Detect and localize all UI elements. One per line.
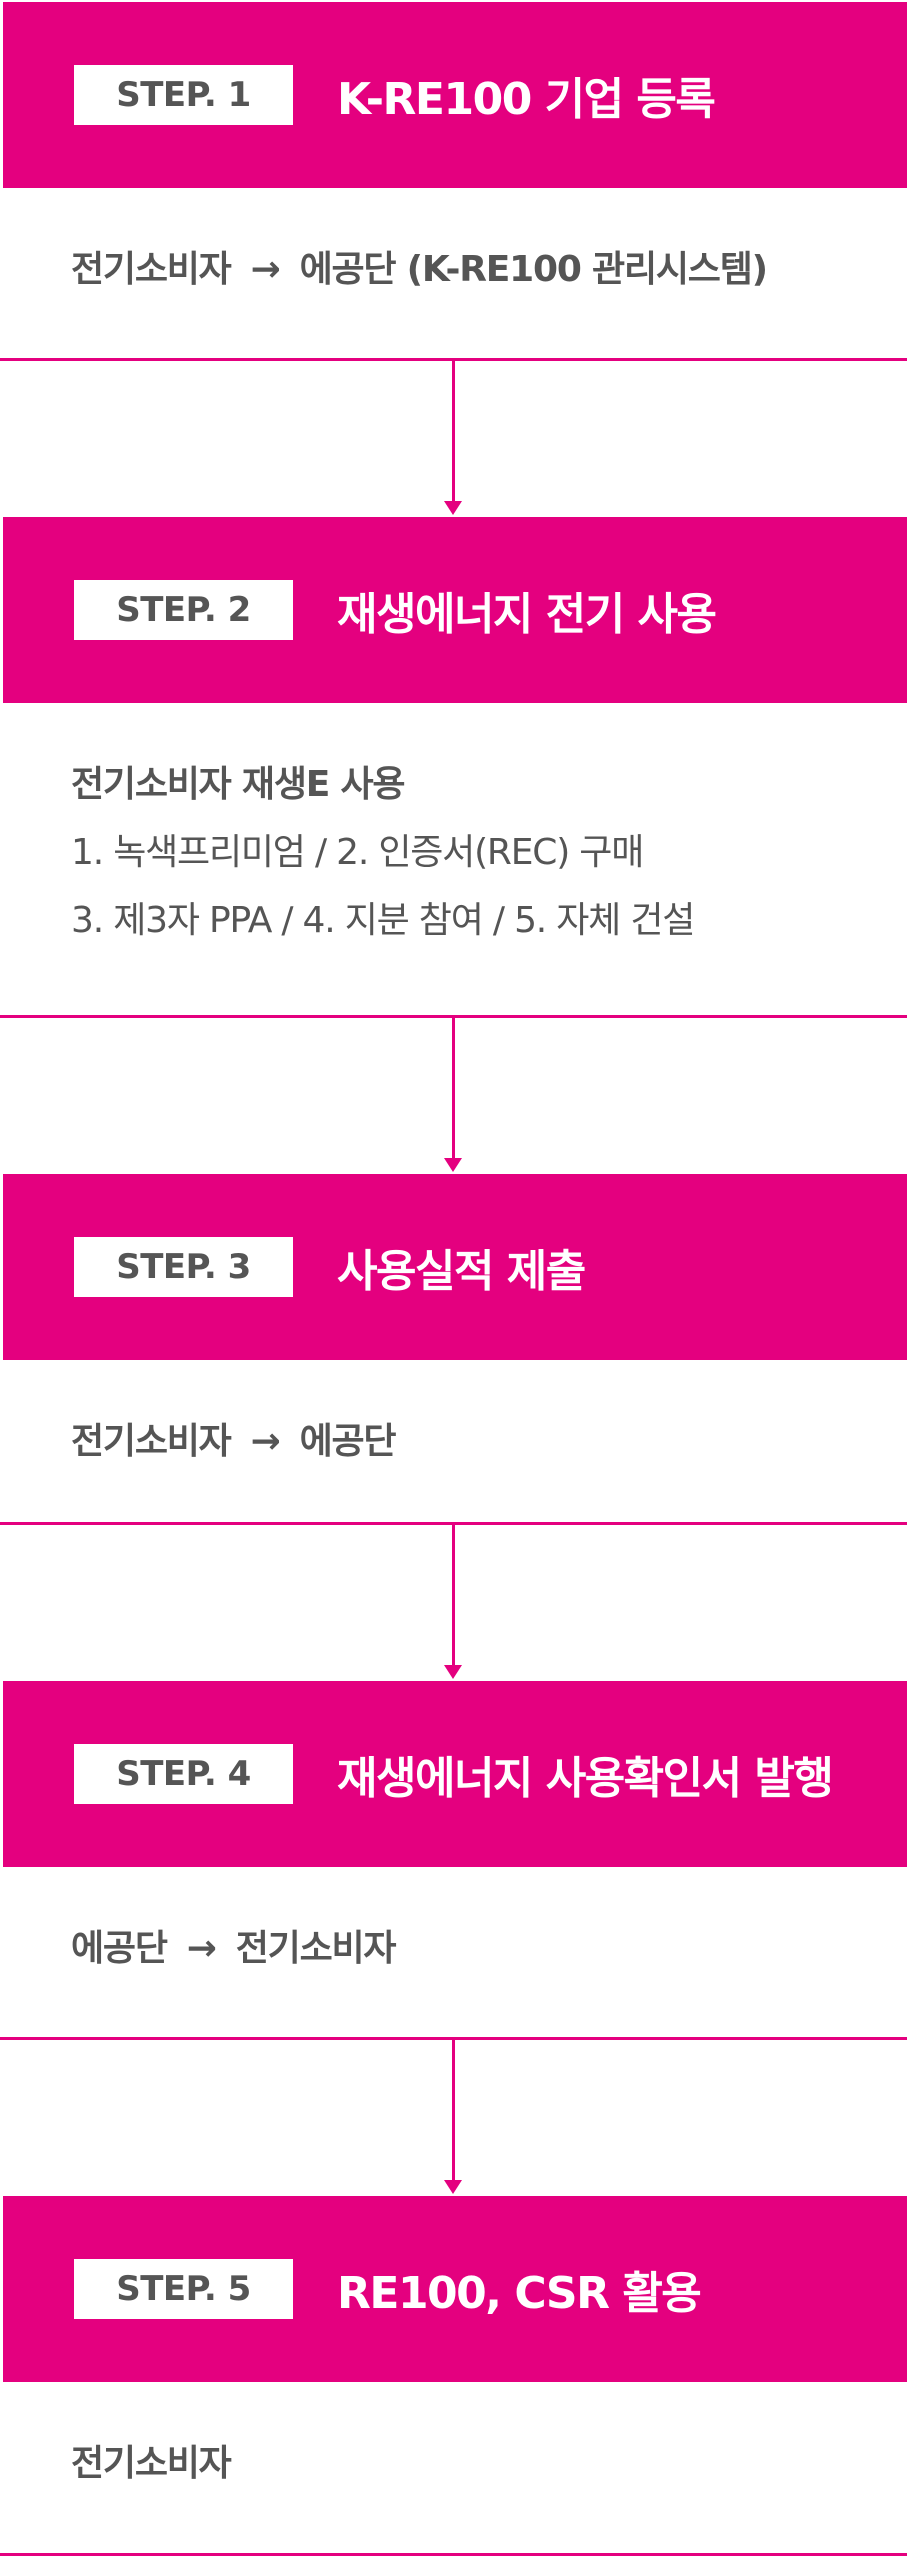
right-arrow-icon: → — [250, 1421, 281, 1462]
step-1-header: STEP. 1 K-RE100 기업 등록 — [3, 2, 907, 188]
step-3-from: 전기소비자 — [71, 1421, 232, 1462]
step-2-title: 재생에너지 전기 사용 — [337, 589, 717, 640]
step-1-to: 에공단 (K-RE100 관리시스템) — [299, 249, 769, 290]
step-2-badge: STEP. 2 — [74, 580, 293, 640]
step-2-line-3: 3. 제3자 PPA / 4. 지분 참여 / 5. 자체 건설 — [71, 900, 695, 941]
down-arrow-icon — [444, 501, 462, 515]
step-4-header: STEP. 4 재생에너지 사용확인서 발행 — [3, 1681, 907, 1867]
separator-line — [0, 358, 907, 361]
step-3-title: 사용실적 제출 — [337, 1246, 586, 1297]
step-4-title: 재생에너지 사용확인서 발행 — [337, 1753, 834, 1804]
step-1-description: 전기소비자 → 에공단 (K-RE100 관리시스템) — [71, 236, 769, 304]
step-3-flow: 전기소비자 → 에공단 — [71, 1408, 397, 1476]
step-3-to: 에공단 — [299, 1421, 397, 1462]
separator-line — [0, 2037, 907, 2040]
step-4-flow: 에공단 → 전기소비자 — [71, 1915, 397, 1983]
step-4-badge: STEP. 4 — [74, 1744, 293, 1804]
step-1-flow: 전기소비자 → 에공단 (K-RE100 관리시스템) — [71, 236, 769, 304]
step-1-badge: STEP. 1 — [74, 65, 293, 125]
step-5-description: 전기소비자 — [71, 2430, 232, 2498]
right-arrow-icon: → — [186, 1928, 217, 1969]
separator-line — [0, 1522, 907, 1525]
separator-line — [0, 2553, 907, 2556]
connector-line — [452, 2040, 455, 2180]
connector-line — [452, 1018, 455, 1158]
step-2-line-1: 전기소비자 재생E 사용 — [71, 764, 406, 805]
step-4-from: 에공단 — [71, 1928, 168, 1969]
step-3-description: 전기소비자 → 에공단 — [71, 1408, 397, 1476]
step-3-header: STEP. 3 사용실적 제출 — [3, 1174, 907, 1360]
connector-line — [452, 361, 455, 501]
step-1-from: 전기소비자 — [71, 249, 232, 290]
step-3-badge: STEP. 3 — [74, 1237, 293, 1297]
step-2-description: 전기소비자 재생E 사용 1. 녹색프리미엄 / 2. 인증서(REC) 구매 … — [71, 751, 695, 955]
down-arrow-icon — [444, 2180, 462, 2194]
step-5-text: 전기소비자 — [71, 2443, 232, 2484]
step-5-header: STEP. 5 RE100, CSR 활용 — [3, 2196, 907, 2382]
step-5-badge: STEP. 5 — [74, 2259, 293, 2319]
step-4-description: 에공단 → 전기소비자 — [71, 1915, 397, 1983]
connector-line — [452, 1525, 455, 1665]
down-arrow-icon — [444, 1158, 462, 1172]
step-1-title: K-RE100 기업 등록 — [337, 74, 716, 125]
step-4-to: 전기소비자 — [235, 1928, 397, 1969]
right-arrow-icon: → — [250, 249, 281, 290]
separator-line — [0, 1015, 907, 1018]
down-arrow-icon — [444, 1665, 462, 1679]
step-5-title: RE100, CSR 활용 — [337, 2268, 702, 2319]
step-2-line-2: 1. 녹색프리미엄 / 2. 인증서(REC) 구매 — [71, 832, 644, 873]
step-2-header: STEP. 2 재생에너지 전기 사용 — [3, 517, 907, 703]
